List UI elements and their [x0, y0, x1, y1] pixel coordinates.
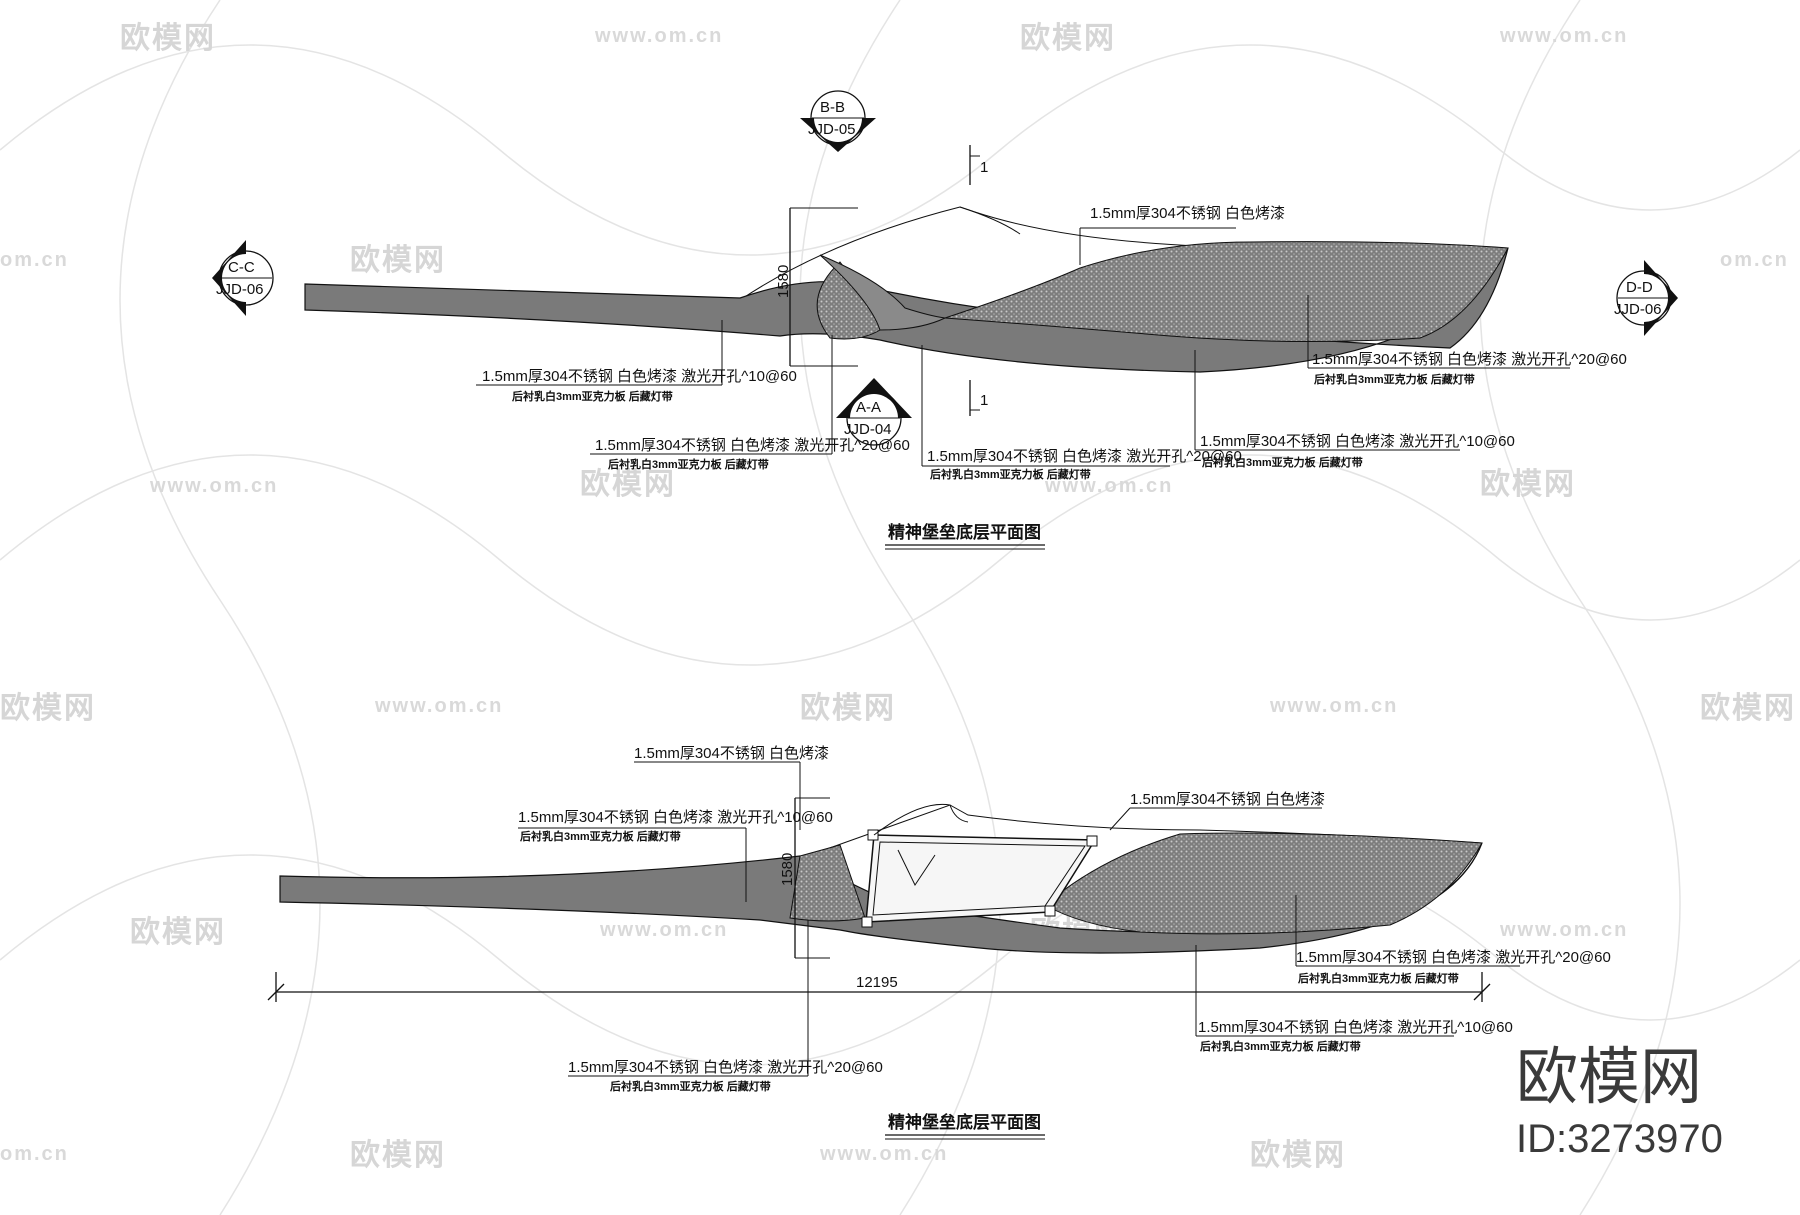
perforated-panel-left-2: [789, 844, 866, 922]
plan-top-title: 精神堡垒底层平面图: [888, 522, 1041, 542]
label-mid-2: 后衬乳白3mm亚克力板 后藏灯带: [608, 457, 769, 471]
watermark-url-short: om.cn: [1720, 249, 1789, 271]
watermark-url: www.om.cn: [149, 475, 278, 497]
section-marker-dd: D-D JJD-06: [1614, 260, 1678, 336]
plan-bottom-title: 精神堡垒底层平面图: [888, 1112, 1041, 1132]
height-dimension-value: 1580: [775, 265, 792, 298]
section-dd-bottom: JJD-06: [1614, 301, 1662, 318]
label-bottom-right-2: 后衬乳白3mm亚克力板 后藏灯带: [1202, 455, 1363, 469]
plan-top: 1580 1 1 B-B JJD-05 C-C JJD-06: [212, 90, 1678, 550]
label-b-bottom-mid-2: 后衬乳白3mm亚克力板 后藏灯带: [1200, 1039, 1361, 1053]
section-bb-bottom: JJD-05: [808, 121, 856, 138]
cut-number-top: 1: [980, 159, 988, 176]
lightbox-frame: [861, 803, 1098, 928]
watermark-brand: 欧模网: [350, 1139, 446, 1172]
section-marker-aa: A-A JJD-04: [836, 378, 912, 446]
watermark-brand: 欧模网: [800, 692, 896, 725]
label-left-2: 后衬乳白3mm亚克力板 后藏灯带: [512, 389, 673, 403]
label-b-right-1: 1.5mm厚304不锈钢 白色烤漆 激光开孔^20@60: [1296, 949, 1611, 966]
watermark-brand: 欧模网: [1020, 22, 1116, 55]
watermark-brand: 欧模网: [580, 468, 676, 501]
section-bb-top: B-B: [820, 99, 845, 116]
label-b-bottom-mid-1: 1.5mm厚304不锈钢 白色烤漆 激光开孔^10@60: [1198, 1019, 1513, 1036]
label-left-1: 1.5mm厚304不锈钢 白色烤漆 激光开孔^10@60: [482, 368, 797, 385]
leader-lines: [476, 227, 1570, 467]
watermark-url: www.om.cn: [1044, 475, 1173, 497]
section-marker-bb: B-B JJD-05: [800, 90, 876, 152]
label-top-right: 1.5mm厚304不锈钢 白色烤漆: [1090, 205, 1285, 222]
label-b-right-top: 1.5mm厚304不锈钢 白色烤漆: [1130, 791, 1325, 808]
plan-bottom: 1580 12195 1.5mm厚304不锈钢 白色烤漆: [267, 745, 1611, 1140]
height-dimension: 1580: [775, 207, 858, 367]
label-b-right-2: 后衬乳白3mm亚克力板 后藏灯带: [1298, 971, 1459, 985]
section-cc-bottom: JJD-06: [216, 281, 264, 298]
label-right-2: 后衬乳白3mm亚克力板 后藏灯带: [1314, 372, 1475, 386]
corner-watermark: 欧模网 ID:3273970: [1516, 1043, 1723, 1161]
watermark-url: www.om.cn: [1499, 25, 1628, 47]
perforated-panel-right: [944, 241, 1509, 343]
watermark-url: www.om.cn: [594, 25, 723, 47]
sail-shape: [819, 254, 947, 331]
section-cut-1: 1 1: [969, 145, 988, 416]
corner-brand: 欧模网: [1516, 1043, 1702, 1112]
length-dimension: 12195: [267, 972, 1491, 1002]
height-dimension-2: 1580: [779, 797, 830, 959]
watermark-brand: 欧模网: [350, 244, 446, 277]
watermark-url: www.om.cn: [599, 919, 728, 941]
watermark-url: www.om.cn: [1499, 919, 1628, 941]
watermark-text: 欧模网 www.om.cn 欧模网 www.om.cn om.cn 欧模网 欧模…: [0, 22, 1796, 1172]
length-dimension-value: 12195: [856, 974, 898, 991]
label-b-bottom-left-1: 1.5mm厚304不锈钢 白色烤漆 激光开孔^20@60: [568, 1059, 883, 1076]
watermark-brand: 欧模网: [130, 916, 226, 949]
watermark-brand: 欧模网: [1250, 1139, 1346, 1172]
cut-number-bottom: 1: [980, 392, 988, 409]
watermark-brand: 欧模网: [1480, 468, 1576, 501]
watermark-brand: 欧模网: [0, 692, 96, 725]
label-center-2: 后衬乳白3mm亚克力板 后藏灯带: [930, 467, 1091, 481]
section-marker-cc: C-C JJD-06: [212, 240, 274, 316]
section-dd-top: D-D: [1626, 279, 1653, 296]
label-b-left-1: 1.5mm厚304不锈钢 白色烤漆 激光开孔^10@60: [518, 809, 833, 826]
watermark-url: www.om.cn: [819, 1143, 948, 1165]
watermark-brand: 欧模网: [120, 22, 216, 55]
watermark-url-short: om.cn: [0, 249, 69, 271]
perforated-panel-right-2: [1044, 832, 1483, 935]
label-b-left-2: 后衬乳白3mm亚克力板 后藏灯带: [520, 829, 681, 843]
label-right-1: 1.5mm厚304不锈钢 白色烤漆 激光开孔^20@60: [1312, 351, 1627, 368]
label-center-1: 1.5mm厚304不锈钢 白色烤漆 激光开孔^20@60: [927, 448, 1242, 465]
height-dimension-value-2: 1580: [779, 853, 796, 886]
section-aa-bottom: JJD-04: [844, 421, 892, 438]
label-mid-1: 1.5mm厚304不锈钢 白色烤漆 激光开孔^20@60: [595, 437, 910, 454]
label-b-top: 1.5mm厚304不锈钢 白色烤漆: [634, 745, 829, 762]
section-aa-top: A-A: [856, 399, 881, 416]
watermark-brand: 欧模网: [1700, 692, 1796, 725]
label-bottom-right-1: 1.5mm厚304不锈钢 白色烤漆 激光开孔^10@60: [1200, 433, 1515, 450]
watermark-url: www.om.cn: [374, 695, 503, 717]
watermark-url: www.om.cn: [1269, 695, 1398, 717]
section-cc-top: C-C: [228, 259, 255, 276]
leader-lines-2: [518, 761, 1520, 1077]
corner-id: ID:3273970: [1516, 1117, 1723, 1161]
watermark-url-short: om.cn: [0, 1143, 69, 1165]
label-b-bottom-left-2: 后衬乳白3mm亚克力板 后藏灯带: [610, 1079, 771, 1093]
